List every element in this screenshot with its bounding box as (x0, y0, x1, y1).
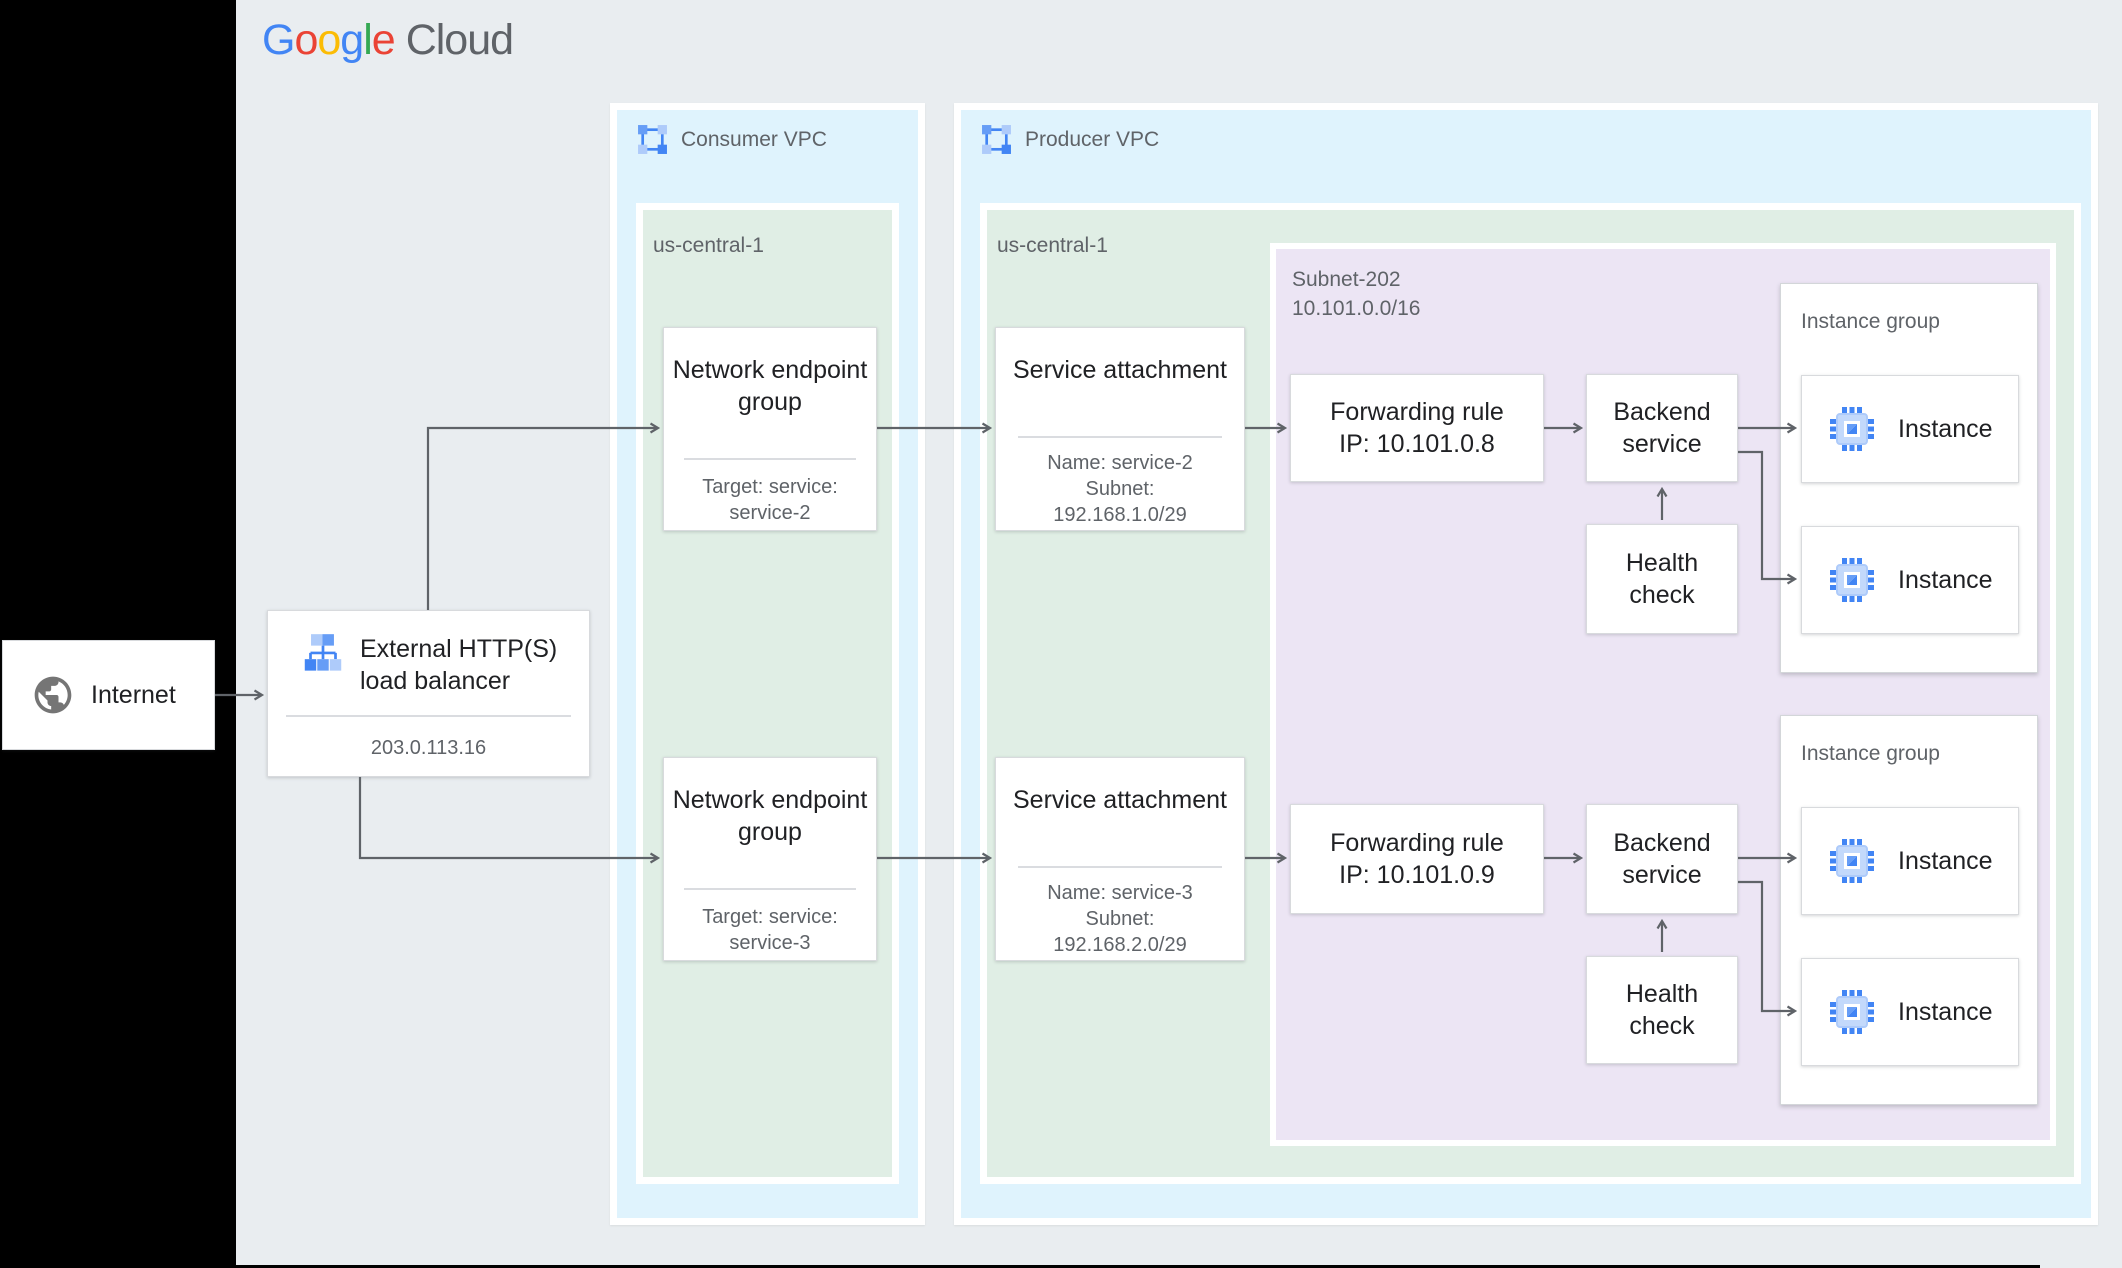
consumer-region-label: us-central-1 (653, 234, 764, 257)
backend-service-label: Backend service (1613, 829, 1711, 889)
divider (1018, 866, 1222, 868)
forwarding-rule-2: Forwarding rule IP: 10.101.0.9 (1290, 804, 1544, 914)
service-attachment-title: Service attachment (1013, 356, 1227, 384)
health-check-label: Health check (1625, 980, 1699, 1040)
service-attachment-subnet: Subnet: 192.168.1.0/29 (1053, 478, 1187, 526)
internet-node: Internet (2, 640, 215, 750)
instance-node: Instance (1801, 526, 2019, 634)
producer-region-label: us-central-1 (997, 234, 1108, 257)
backend-service-1: Backend service (1586, 374, 1738, 482)
instance-group-label: Instance group (1801, 742, 1940, 765)
vpc-icon (982, 125, 1011, 154)
instance-label: Instance (1898, 566, 1993, 594)
instance-icon (1830, 558, 1874, 602)
service-attachment-subnet: Subnet: 192.168.2.0/29 (1053, 908, 1187, 956)
network-endpoint-group-1: Network endpoint group Target: service: … (663, 327, 877, 531)
load-balancer-node: External HTTP(S) load balancer 203.0.113… (267, 610, 590, 777)
network-endpoint-group-2: Network endpoint group Target: service: … (663, 757, 877, 961)
bottom-black-line (236, 1265, 2040, 1268)
instance-node: Instance (1801, 807, 2019, 915)
divider (684, 458, 856, 460)
forwarding-rule-ip: IP: 10.101.0.9 (1339, 861, 1495, 889)
instance-icon (1830, 990, 1874, 1034)
instance-group-1: Instance group Instance (1780, 283, 2038, 673)
subnet-name: Subnet-202 (1292, 268, 1401, 291)
instance-label: Instance (1898, 847, 1993, 875)
instance-label: Instance (1898, 415, 1993, 443)
forwarding-rule-1: Forwarding rule IP: 10.101.0.8 (1290, 374, 1544, 482)
health-check-1: Health check (1586, 524, 1738, 634)
divider (1018, 436, 1222, 438)
backend-service-label: Backend service (1613, 398, 1711, 458)
instance-node: Instance (1801, 375, 2019, 483)
neg-detail: Target: service: service-3 (702, 906, 838, 954)
logo-letter: o (294, 16, 318, 64)
load-balancer-ip: 203.0.113.16 (370, 737, 487, 759)
instance-icon (1830, 839, 1874, 883)
instance-group-2: Instance group Instance (1780, 715, 2038, 1105)
instance-group-label: Instance group (1801, 310, 1940, 333)
service-attachment-name: Name: service-2 (1047, 452, 1193, 474)
health-check-2: Health check (1586, 956, 1738, 1064)
backend-service-2: Backend service (1586, 804, 1738, 914)
instance-icon (1830, 407, 1874, 451)
forwarding-rule-title: Forwarding rule (1330, 398, 1504, 426)
divider (684, 888, 856, 890)
neg-detail: Target: service: service-2 (702, 476, 838, 524)
vpc-icon (638, 125, 667, 154)
logo-letter: l (363, 16, 373, 64)
logo-letter: e (371, 16, 396, 64)
instance-node: Instance (1801, 958, 2019, 1066)
instance-label: Instance (1898, 998, 1993, 1026)
forwarding-rule-title: Forwarding rule (1330, 829, 1504, 857)
consumer-vpc-label: Consumer VPC (681, 127, 827, 151)
forwarding-rule-ip: IP: 10.101.0.8 (1339, 430, 1495, 458)
logo-letter: g (340, 16, 364, 64)
load-balancer-title: External HTTP(S) load balancer (360, 635, 558, 695)
logo-cloud-text: Cloud (405, 16, 514, 64)
globe-icon (34, 676, 72, 714)
load-balancer-icon (304, 634, 342, 671)
neg-title: Network endpoint group (672, 786, 868, 846)
neg-title: Network endpoint group (672, 356, 868, 416)
logo-letter: G (262, 16, 295, 64)
logo-letter: o (317, 16, 341, 64)
left-black-band (0, 0, 236, 1268)
service-attachment-title: Service attachment (1013, 786, 1227, 814)
health-check-label: Health check (1625, 549, 1699, 609)
producer-vpc-label: Producer VPC (1025, 127, 1160, 151)
service-attachment-name: Name: service-3 (1047, 882, 1193, 904)
divider (286, 715, 571, 717)
service-attachment-1: Service attachment Name: service-2 Subne… (995, 327, 1245, 531)
subnet-cidr: 10.101.0.0/16 (1292, 297, 1421, 321)
service-attachment-2: Service attachment Name: service-3 Subne… (995, 757, 1245, 961)
internet-label: Internet (91, 681, 176, 709)
